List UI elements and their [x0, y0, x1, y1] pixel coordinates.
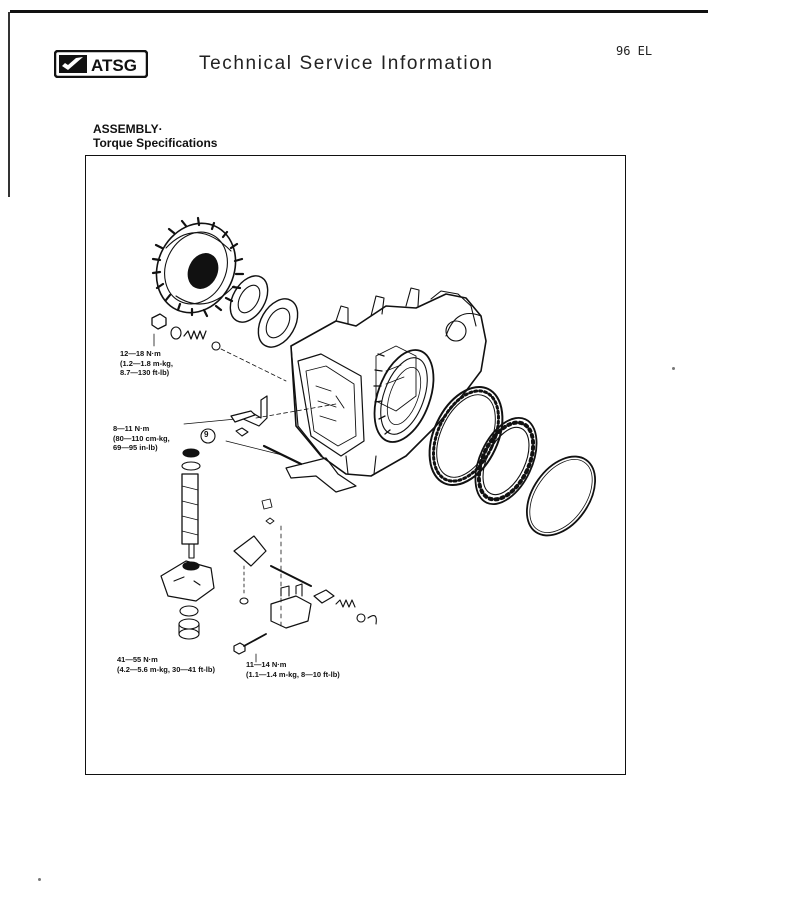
page-code: 96 EL — [616, 44, 653, 58]
torque-callout-plug: 12—18 N·m (1.2—1.8 m-kg, 8.7—130 ft-lb) — [120, 349, 173, 377]
detent-lever-rod — [233, 498, 312, 627]
clutch-drum — [428, 385, 504, 487]
logo-text: ATSG — [91, 56, 137, 75]
plug-spring-assembly — [151, 313, 287, 382]
parking-pawl-bracket — [270, 583, 312, 629]
section-title: ASSEMBLY· — [93, 122, 163, 136]
manual-shaft-linkage — [200, 395, 357, 493]
section-subtitle: Torque Specifications — [93, 136, 218, 150]
page-title: Technical Service Information — [199, 53, 494, 74]
scan-speck — [38, 878, 41, 881]
bracket-bolt — [233, 633, 267, 655]
drum-gear — [151, 216, 245, 318]
clutch-plates — [474, 416, 538, 506]
transaxle-case — [290, 287, 487, 477]
torque-callout-shaft-nut: 41—55 N·m (4.2—5.6 m-kg, 30—41 ft-lb) — [117, 655, 215, 674]
binding-margin-line — [8, 12, 10, 197]
callout-leaders — [153, 333, 337, 663]
actuator-spring — [313, 589, 377, 625]
item-number-label: 9 — [204, 430, 209, 439]
snap-ring — [525, 455, 597, 537]
atsg-logo: ATSG — [53, 49, 149, 79]
bushing-stack — [178, 605, 200, 640]
scan-speck — [672, 367, 675, 370]
torque-callout-bolt: 8—11 N·m (80—110 cm-kg, 69—95 in-lb) — [113, 424, 170, 452]
exploded-view-figure: 12—18 N·m (1.2—1.8 m-kg, 8.7—130 ft-lb) … — [85, 155, 626, 775]
torque-callout-bracket-bolt: 11—14 N·m (1.1—1.4 m-kg, 8—10 ft-lb) — [246, 660, 340, 679]
header-rule — [10, 10, 708, 13]
manual-shaft — [160, 448, 215, 602]
exploded-view-drawing — [151, 216, 597, 663]
thrust-washers — [229, 275, 299, 348]
